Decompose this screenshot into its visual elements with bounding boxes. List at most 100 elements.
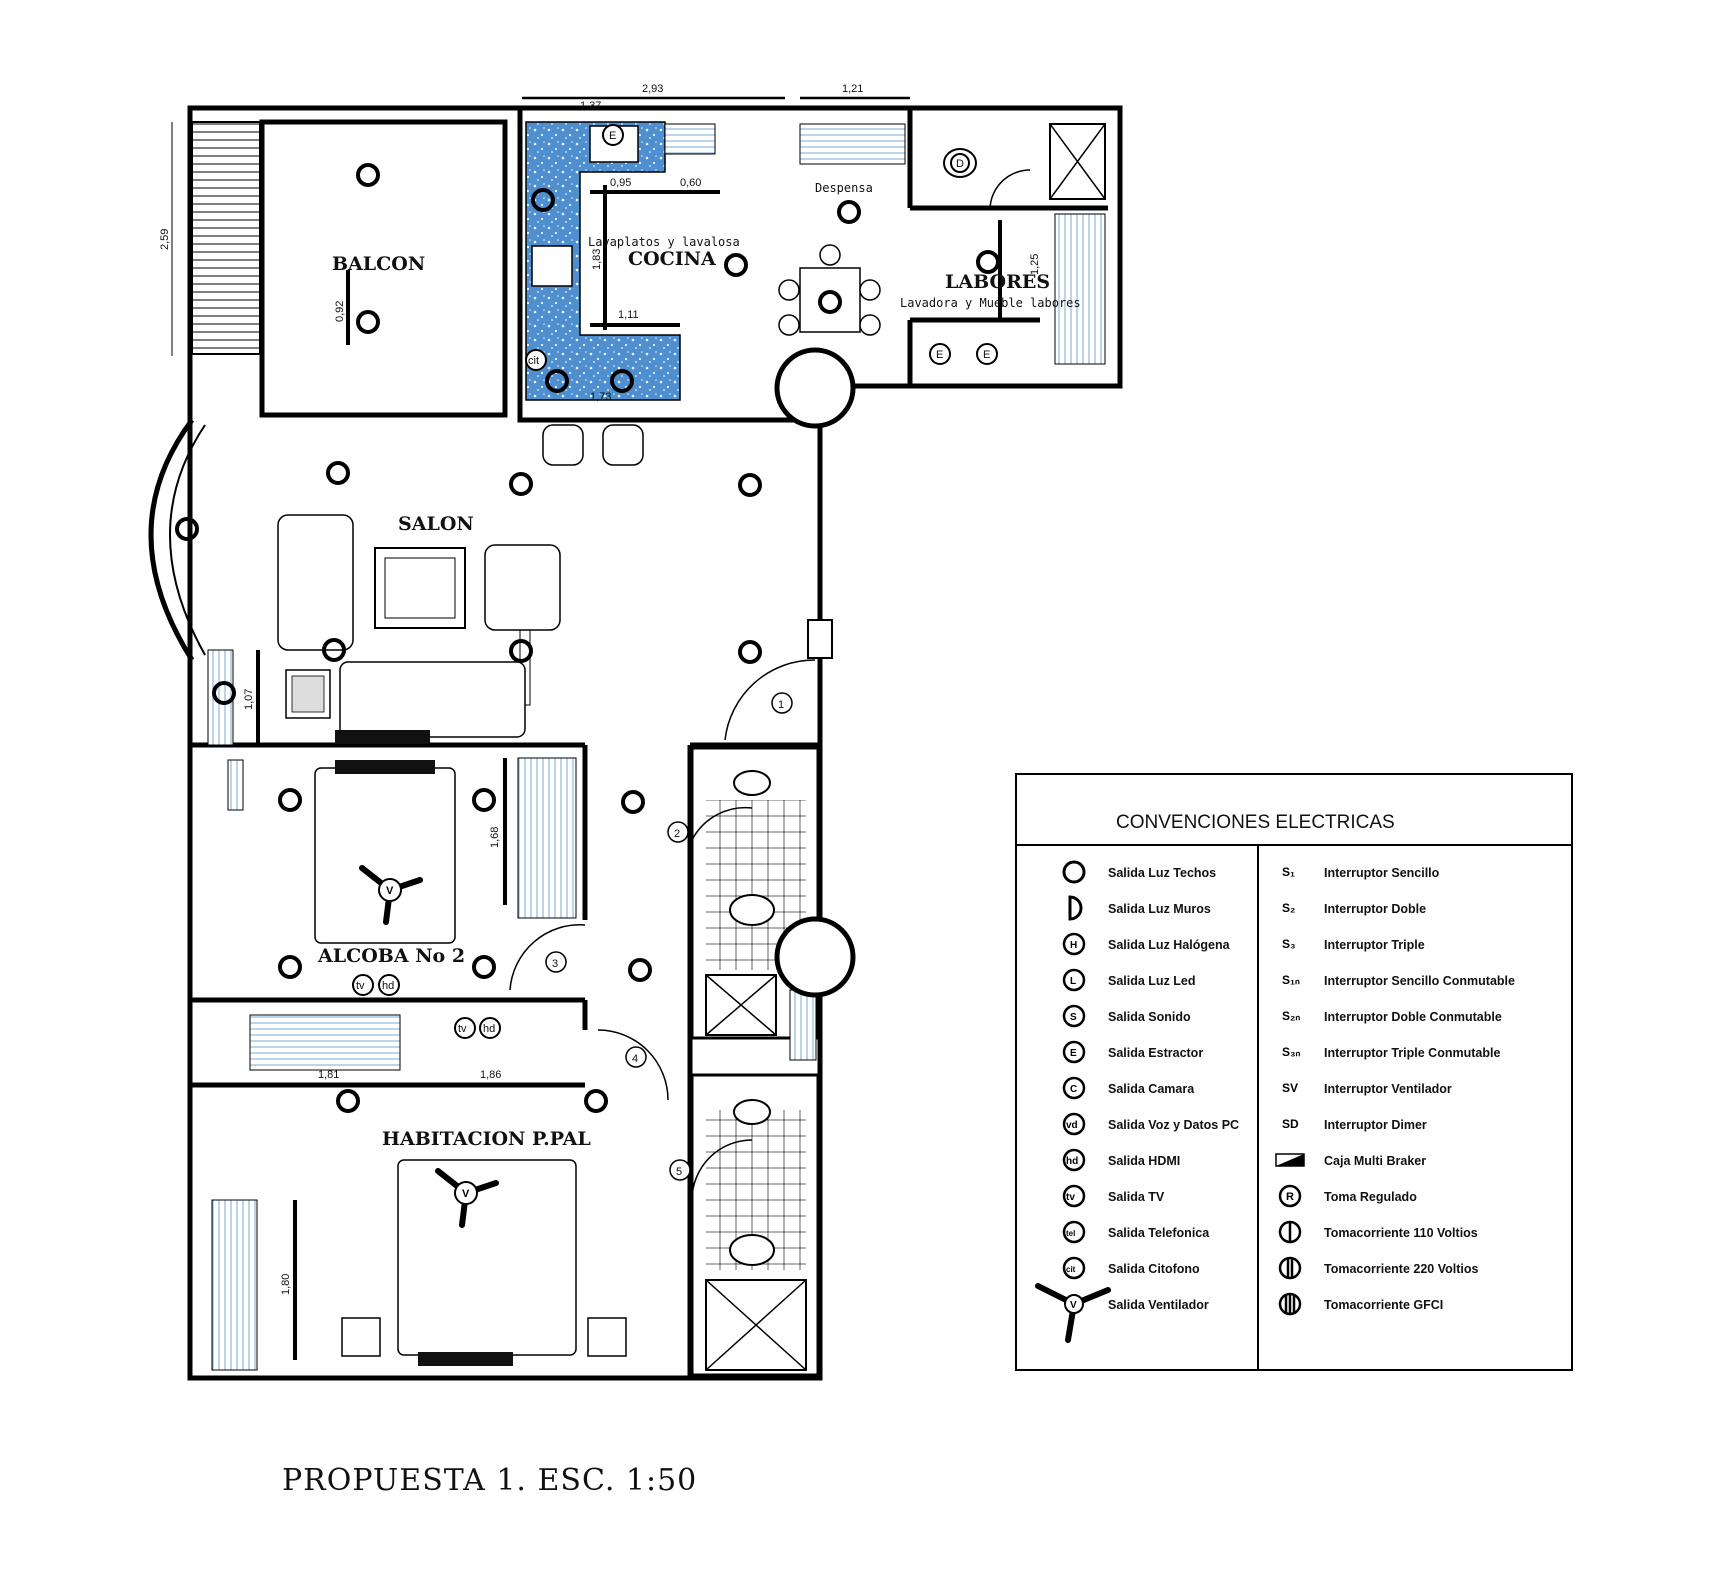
legend-label: Salida Ventilador <box>1108 1298 1209 1312</box>
ceiling-light-icon <box>610 369 634 393</box>
svg-text:V: V <box>386 885 394 897</box>
svg-text:S₃: S₃ <box>1282 937 1296 951</box>
svg-text:cit: cit <box>528 355 539 367</box>
hdmi-outlet-icon: hd <box>378 974 400 996</box>
ceiling-light-icon <box>976 250 1000 274</box>
outlet-tags: tv hd tv hd cit E E E D <box>352 124 998 1039</box>
extractor-outlet-icon: E <box>929 343 951 365</box>
tv-outlet-icon: tv <box>454 1017 476 1039</box>
ceiling-light-icon <box>628 958 652 982</box>
door-numbers: 1 2 3 4 5 <box>545 692 793 1181</box>
svg-text:tel: tel <box>1066 1229 1075 1238</box>
svg-text:0,95: 0,95 <box>610 177 631 189</box>
legend-symbol-icon: S <box>1062 1004 1086 1028</box>
svg-text:1,11: 1,11 <box>618 309 639 321</box>
legend-box: CONVENCIONES ELECTRICAS <box>1015 773 1573 1371</box>
svg-text:0,92: 0,92 <box>334 301 346 322</box>
svg-text:V: V <box>462 1188 470 1200</box>
svg-text:2: 2 <box>674 828 680 840</box>
room-labels: BALCON COCINA Lavaplatos y lavalosa Desp… <box>317 181 1081 1150</box>
legend-label: Caja Multi Braker <box>1324 1154 1426 1168</box>
svg-text:1,81: 1,81 <box>318 1069 339 1081</box>
ceiling-light-icon <box>621 790 645 814</box>
legend-symbol-icon: tel <box>1062 1220 1086 1244</box>
legend-item: S₃ Interruptor Triple <box>1282 937 1425 952</box>
legend-symbol-icon: SD <box>1282 1117 1299 1131</box>
ceiling-light-icon <box>584 1089 608 1113</box>
legend-symbol-icon <box>1062 860 1086 884</box>
svg-text:C: C <box>1070 1084 1077 1095</box>
svg-text:S₁ₙ: S₁ₙ <box>1282 973 1300 987</box>
svg-text:1,25: 1,25 <box>1029 254 1041 275</box>
room-label-habitacion: HABITACION P.PAL <box>382 1128 591 1150</box>
svg-text:tv: tv <box>1066 1192 1075 1203</box>
svg-text:4: 4 <box>632 1053 638 1065</box>
hdmi-outlet-icon: hd <box>479 1017 501 1039</box>
legend-item: Tomacorriente 110 Voltios <box>1278 1220 1478 1244</box>
svg-text:0,60: 0,60 <box>680 177 701 189</box>
extractor-outlet-icon: E <box>602 124 624 146</box>
ceiling-light-icon <box>322 638 346 662</box>
legend-item: V Salida Ventilador <box>1035 1283 1209 1343</box>
ceiling-light-icon <box>326 461 350 485</box>
dimension-labels: 2,93 1,21 1,37 2,59 0,95 0,60 1,83 1,11 … <box>159 83 1041 1295</box>
legend-symbol-icon: H <box>1062 932 1086 956</box>
svg-text:1,21: 1,21 <box>842 83 863 95</box>
room-label-labores: LABORES <box>945 271 1050 293</box>
legend-symbol-icon: S₂ₙ <box>1282 1009 1300 1023</box>
bathrooms <box>705 123 1106 1371</box>
legend-label: Interruptor Sencillo Conmutable <box>1324 974 1515 988</box>
svg-text:D: D <box>956 158 964 170</box>
legend-item: tel Salida Telefonica <box>1062 1220 1210 1244</box>
window-glazing <box>207 123 1106 1371</box>
room-label-alcoba: ALCOBA No 2 <box>317 945 465 967</box>
ceiling-light-icon <box>509 472 533 496</box>
room-label-lavadora: Lavadora y Mueble labores <box>900 296 1081 310</box>
svg-text:V: V <box>1070 1300 1077 1311</box>
switch-runs <box>256 185 1002 1360</box>
intercom-outlet-icon: cit <box>525 349 547 371</box>
legend-label: Salida Camara <box>1108 1082 1195 1096</box>
door-swings <box>509 169 1031 1201</box>
svg-text:S₁: S₁ <box>1282 865 1295 879</box>
legend-symbol-icon: S₃ₙ <box>1282 1045 1301 1059</box>
svg-text:1,73: 1,73 <box>590 391 611 403</box>
svg-text:1,37: 1,37 <box>580 100 601 112</box>
furniture <box>277 244 881 1366</box>
door-number-2: 2 <box>667 821 689 843</box>
legend-item: Salida Luz Muros <box>1068 895 1211 921</box>
plan-caption: PROPUESTA 1. ESC. 1:50 <box>282 1463 697 1498</box>
room-label-balcon: BALCON <box>332 253 425 275</box>
legend-label: Salida Telefonica <box>1108 1226 1210 1240</box>
ceiling-light-icon <box>509 639 533 663</box>
legend-symbol-icon: S₁ₙ <box>1282 973 1300 987</box>
legend-label: Interruptor Triple <box>1324 938 1425 952</box>
legend-symbol-icon <box>1278 1220 1302 1244</box>
legend-item: Tomacorriente GFCI <box>1278 1292 1443 1316</box>
svg-text:E: E <box>609 130 616 142</box>
fan-icon: V <box>435 1168 499 1228</box>
svg-text:E: E <box>983 349 990 361</box>
legend-item: Caja Multi Braker <box>1275 1153 1426 1168</box>
legend-label: Tomacorriente GFCI <box>1324 1298 1443 1312</box>
legend-item: C Salida Camara <box>1062 1076 1195 1100</box>
svg-text:S: S <box>1070 1012 1077 1023</box>
svg-text:tv: tv <box>458 1023 467 1035</box>
legend-symbol-icon <box>1068 895 1083 921</box>
svg-text:tv: tv <box>356 980 365 992</box>
legend-label: Salida Estractor <box>1108 1046 1203 1060</box>
legend-label: Salida HDMI <box>1108 1154 1180 1168</box>
door-number-1: 1 <box>771 692 793 714</box>
legend-symbol-icon: S₃ <box>1282 937 1296 951</box>
legend-symbol-icon: vd <box>1062 1112 1086 1136</box>
legend-symbol-icon: C <box>1062 1076 1086 1100</box>
